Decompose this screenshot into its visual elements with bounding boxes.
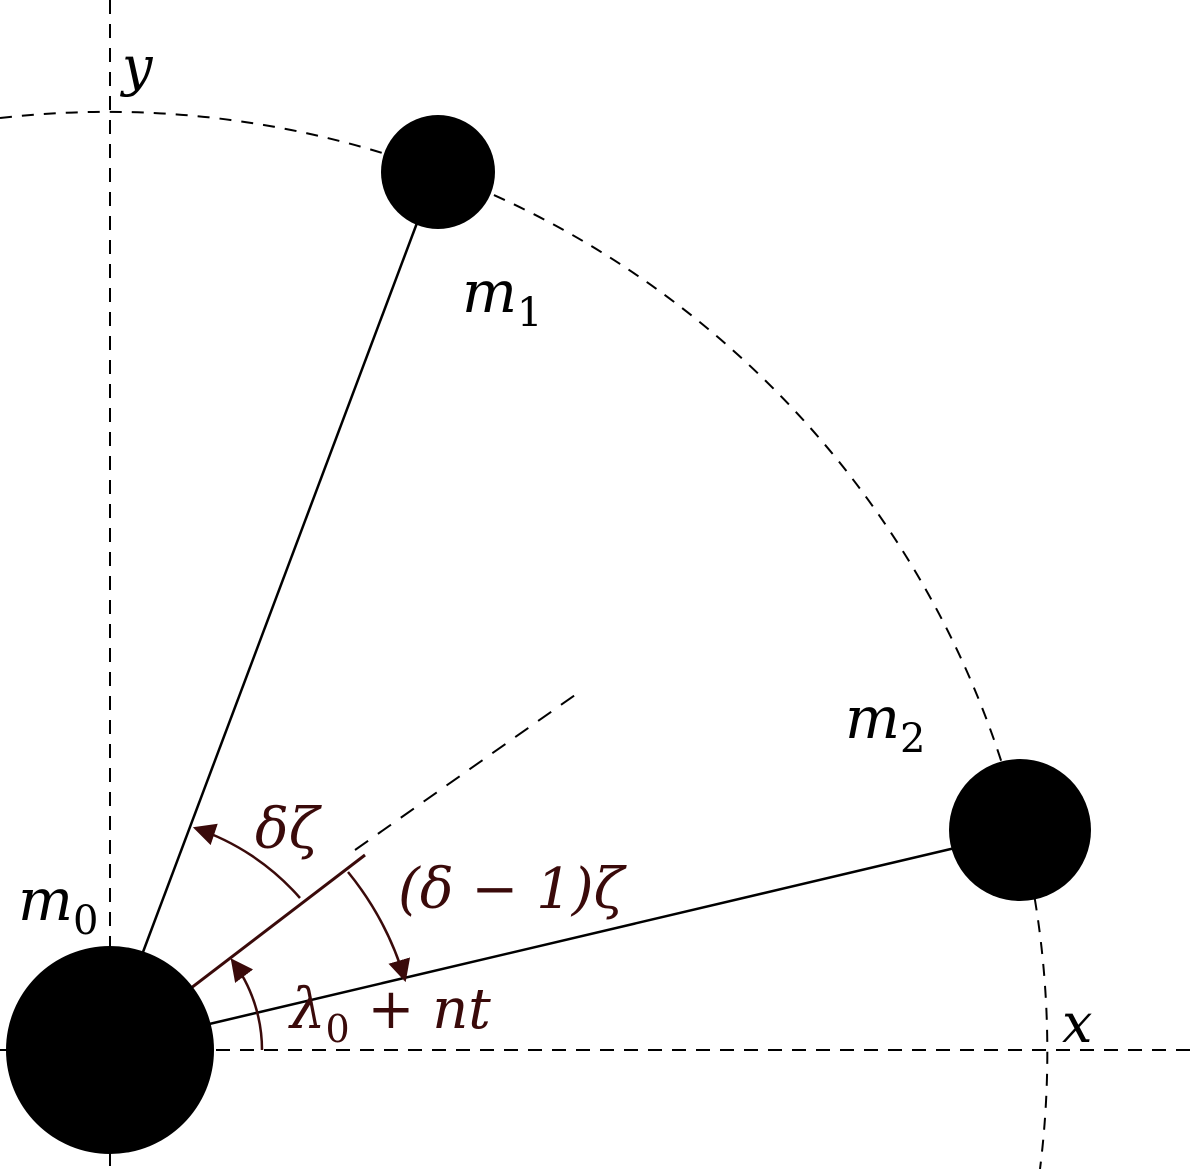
label-m2: m2 bbox=[845, 684, 925, 762]
orbit-arc bbox=[0, 110, 1049, 1169]
line-m0-m1 bbox=[138, 214, 422, 961]
mass-m0 bbox=[6, 946, 214, 1154]
label-m1-main: m bbox=[462, 258, 517, 326]
label-m0: m0 bbox=[18, 866, 98, 944]
label-lambda-nt: λ0 + nt bbox=[288, 977, 491, 1051]
label-lambda-main: λ bbox=[288, 977, 326, 1042]
label-m2-main: m bbox=[845, 684, 900, 752]
label-lambda-sub: 0 bbox=[326, 1007, 350, 1051]
label-lambda-rest: + nt bbox=[350, 977, 492, 1042]
label-m1-sub: 1 bbox=[517, 290, 542, 336]
label-delta-zeta: δζ bbox=[255, 797, 323, 862]
delta-minus-one-zeta-angle-arc bbox=[347, 871, 411, 983]
mass-m1 bbox=[381, 115, 495, 229]
x-axis-label: x bbox=[1062, 992, 1092, 1055]
label-m0-main: m bbox=[18, 866, 73, 934]
y-axis-label: y bbox=[120, 35, 154, 98]
line-m0-m2 bbox=[204, 846, 956, 1027]
label-m1: m1 bbox=[462, 258, 542, 336]
label-m0-sub: 0 bbox=[73, 898, 98, 944]
lambda-angle-arc bbox=[230, 958, 264, 1051]
mass-m2 bbox=[949, 759, 1091, 901]
label-m2-sub: 2 bbox=[900, 716, 925, 762]
delta-zeta-angle-arc bbox=[192, 823, 301, 899]
reference-ray-dashed bbox=[354, 694, 576, 851]
label-delta-minus-one-zeta: (δ − 1)ζ bbox=[398, 857, 628, 922]
